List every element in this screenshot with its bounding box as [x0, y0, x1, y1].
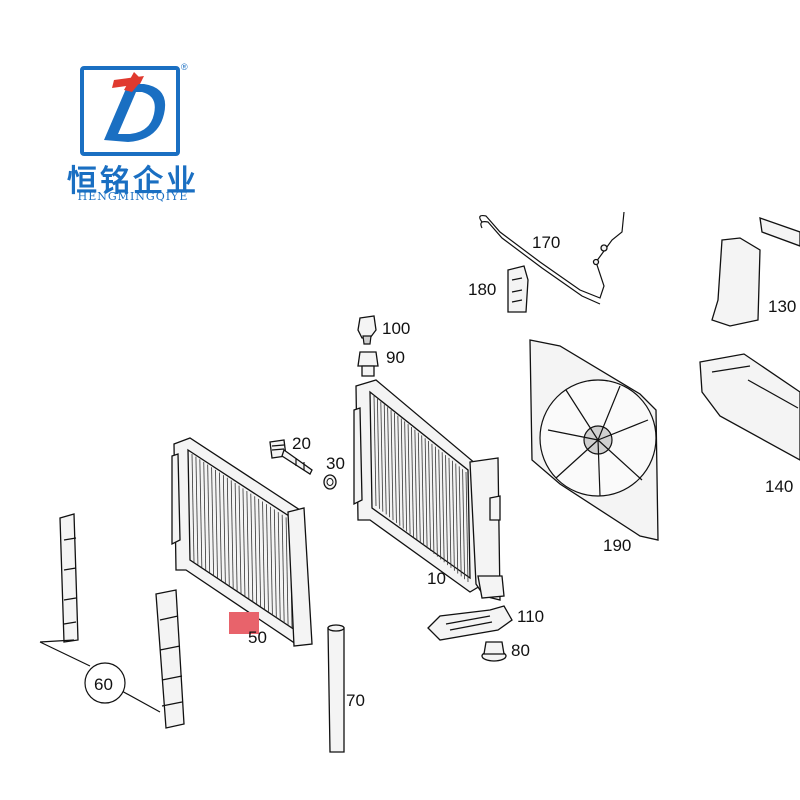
- callout-60-circle: [84, 662, 126, 704]
- core-fin: [238, 485, 242, 594]
- brand-name-en: HENGMINGQIYE: [77, 190, 189, 203]
- core-fin: [250, 493, 254, 602]
- brand-logo: ® 恒铭企业 HENGMINGQIYE: [55, 58, 215, 208]
- core-fin: [199, 459, 203, 568]
- core-fin: [226, 477, 230, 586]
- brand-name-cn: 恒铭企业: [67, 164, 199, 199]
- part-80-rubber-buffer: [481, 641, 507, 662]
- core-fin: [234, 483, 238, 592]
- core-fin: [203, 461, 207, 570]
- part-140-lower-air-duct: [699, 353, 800, 461]
- core-fin: [191, 453, 195, 563]
- core-fin: [458, 466, 462, 577]
- part-90-grommet: [357, 351, 379, 377]
- part-60-side-bracket-left: [59, 513, 79, 643]
- part-50-condenser: [171, 437, 313, 647]
- part-110-air-guide: [427, 605, 513, 641]
- core-fin: [428, 441, 431, 552]
- core-fin: [230, 480, 234, 589]
- core-fin: [441, 452, 445, 563]
- part-70-receiver-drier: [327, 624, 345, 753]
- core-fin: [434, 446, 438, 557]
- callout-130: 130: [768, 297, 796, 316]
- core-fin: [273, 509, 277, 618]
- callout-110: 110: [517, 607, 544, 626]
- core-fin: [390, 410, 394, 521]
- callout-30: 30: [326, 454, 345, 473]
- core-fin: [373, 395, 377, 507]
- core-fin: [254, 496, 258, 605]
- core-fin: [400, 418, 404, 529]
- callout-50: 50: [248, 628, 267, 647]
- core-fin: [215, 469, 218, 578]
- part-170-wiring-harness: [479, 211, 625, 305]
- core-fin: [281, 514, 285, 623]
- core-fin: [211, 467, 214, 576]
- core-fin: [377, 398, 380, 509]
- core-fin: [424, 438, 428, 549]
- core-fin: [462, 469, 465, 580]
- core-fin: [285, 517, 289, 626]
- core-fin: [407, 424, 411, 535]
- core-fin: [414, 429, 418, 540]
- core-fin: [195, 456, 199, 565]
- core-fin: [387, 407, 391, 518]
- core-fin: [207, 464, 211, 573]
- core-fin: [277, 512, 281, 621]
- core-fin: [451, 460, 455, 571]
- callout-170: 170: [532, 233, 560, 252]
- callout-180: 180: [468, 280, 496, 299]
- part-100-clip: [357, 315, 377, 345]
- core-fin: [383, 404, 387, 515]
- core-fin: [222, 475, 226, 584]
- callout-20: 20: [292, 434, 311, 453]
- core-fin: [455, 463, 459, 574]
- core-fin: [431, 443, 435, 554]
- part-30-seal-ring: [323, 474, 337, 490]
- callout-70: 70: [346, 691, 365, 710]
- part-130-upper-bracket: [711, 217, 800, 327]
- core-fin: [394, 412, 397, 523]
- callout-60: 60: [94, 675, 113, 694]
- core-fin: [448, 457, 452, 568]
- logo-frame: [80, 66, 180, 156]
- core-fin: [262, 501, 265, 610]
- part-10-radiator: [353, 379, 505, 601]
- core-fin: [445, 455, 448, 566]
- core-fin: [465, 471, 469, 583]
- callout-140: 140: [765, 477, 793, 496]
- core-fin: [438, 449, 442, 560]
- core-fin: [246, 490, 250, 599]
- core-fin: [421, 435, 425, 546]
- highlight-marker: [229, 612, 259, 634]
- callout-10: 10: [427, 569, 446, 588]
- registered-mark: ®: [181, 62, 188, 72]
- core-fin: [404, 421, 408, 532]
- callout-80: 80: [511, 641, 530, 660]
- core-fin: [380, 401, 384, 512]
- core-fin: [411, 426, 414, 537]
- part-190-fan-shroud: [529, 339, 659, 541]
- part-60-side-bracket-right: [155, 589, 185, 729]
- logo-mark-icon: [104, 72, 166, 142]
- part-180-connector-bracket: [507, 265, 529, 313]
- core-fin: [270, 506, 273, 615]
- core-fin: [258, 498, 262, 607]
- core-fin: [397, 415, 401, 526]
- callout-100: 100: [382, 319, 410, 338]
- callout-90: 90: [386, 348, 405, 367]
- callout-190: 190: [603, 536, 631, 555]
- part-20-drain-plug: [269, 439, 313, 475]
- core-fin: [417, 432, 421, 543]
- core-fin: [219, 472, 222, 581]
- core-fin: [266, 504, 269, 613]
- core-fin: [242, 488, 246, 597]
- part-60-leader-lines: [39, 639, 161, 713]
